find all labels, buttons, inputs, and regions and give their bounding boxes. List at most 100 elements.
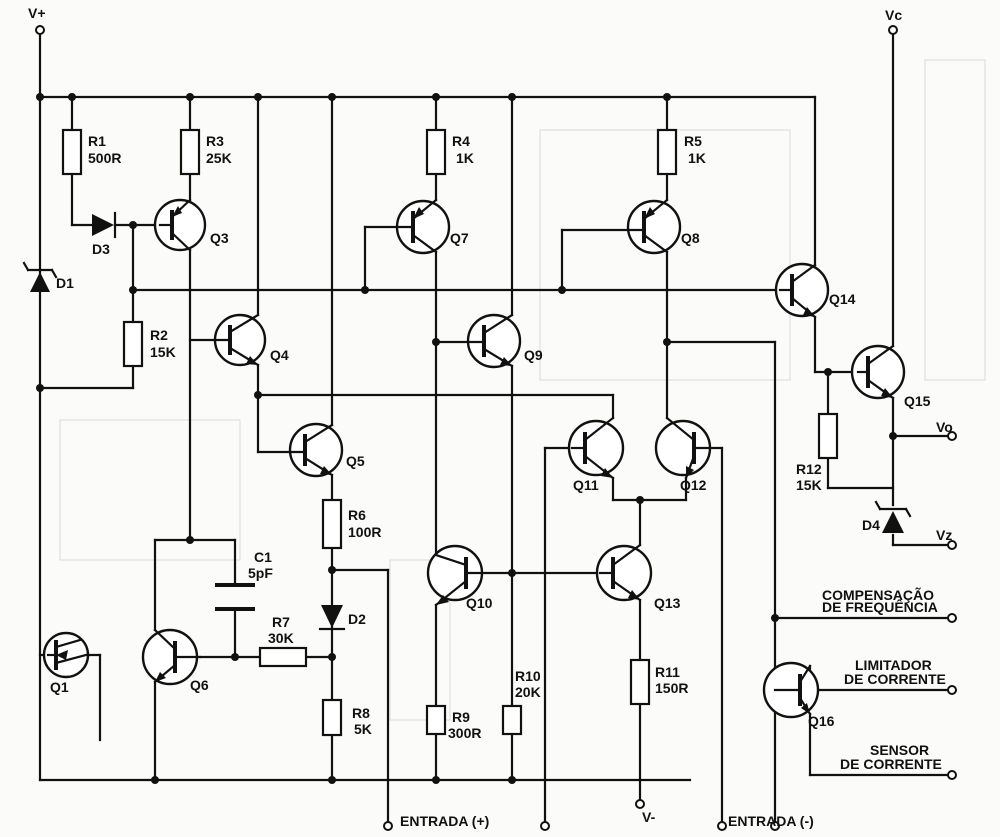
r4-value: 1K xyxy=(456,150,474,166)
resistors xyxy=(61,128,839,737)
input-minus-terminal xyxy=(540,821,550,831)
transistor-q8 xyxy=(626,198,682,255)
vminus-terminal xyxy=(635,799,645,809)
diode-d2 xyxy=(318,605,346,631)
r9-label: R9 xyxy=(452,709,470,725)
input-plus-terminal xyxy=(383,821,393,831)
diode-d3 xyxy=(92,211,117,239)
vz-label: Vz xyxy=(936,527,952,543)
c1-value: 5pF xyxy=(248,565,273,581)
labels: V+ Vc V- Vo Vz ENTRADA (+) ENTRADA (-) C… xyxy=(28,5,953,829)
d1-label: D1 xyxy=(56,275,74,291)
r3-value: 25K xyxy=(206,150,232,166)
vo-terminal xyxy=(947,431,957,441)
transistor-q16 xyxy=(762,661,820,719)
transistor-q15 xyxy=(850,344,906,400)
current-sense-label-line2: DE CORRENTE xyxy=(840,756,942,772)
resistor-r9 xyxy=(425,704,447,736)
transistors xyxy=(42,198,906,719)
transistor-q9 xyxy=(466,313,522,369)
r8-value: 5K xyxy=(354,721,372,737)
current-sense-label-line1: SENSOR xyxy=(870,742,929,758)
q12-label: Q12 xyxy=(680,477,707,493)
r5-label: R5 xyxy=(684,133,702,149)
wires xyxy=(38,32,950,824)
transistor-q14 xyxy=(774,262,830,319)
capacitor-c1 xyxy=(215,583,255,611)
terminals xyxy=(35,25,957,831)
current-limit-terminal xyxy=(947,685,957,695)
d2-label: D2 xyxy=(348,611,366,627)
vo-label: Vo xyxy=(936,419,953,435)
r1-value: 500R xyxy=(88,150,121,166)
q8-label: Q8 xyxy=(681,230,700,246)
r8-label: R8 xyxy=(352,705,370,721)
vc-label: Vc xyxy=(885,7,902,23)
resistor-r1 xyxy=(61,128,83,176)
q7-label: Q7 xyxy=(450,230,469,246)
q4-label: Q4 xyxy=(270,347,289,363)
transistor-q1 xyxy=(42,631,90,679)
q16-label: Q16 xyxy=(808,713,835,729)
current-limit-label-line1: LIMITADOR xyxy=(855,657,932,673)
input-minus-label: ENTRADA (-) xyxy=(728,813,814,829)
q8-node-terminal xyxy=(770,821,780,831)
r5-value: 1K xyxy=(688,150,706,166)
r12-value: 15K xyxy=(796,477,822,493)
transistor-q3 xyxy=(153,198,207,252)
freq-comp-terminal xyxy=(947,613,957,623)
resistor-r3 xyxy=(179,128,201,176)
freq-comp-label-line1: COMPENSAÇÃO xyxy=(822,586,934,603)
transistor-q12 xyxy=(654,416,724,480)
d4-label: D4 xyxy=(862,517,880,533)
r12-label: R12 xyxy=(796,461,822,477)
d3-label: D3 xyxy=(92,241,110,257)
q10-label: Q10 xyxy=(466,595,493,611)
transistor-q10 xyxy=(426,544,484,607)
diode-d1-zener xyxy=(22,261,58,292)
input-plus-label: ENTRADA (+) xyxy=(400,813,489,829)
q11-label: Q11 xyxy=(573,477,599,493)
r2-value: 15K xyxy=(150,344,176,360)
r10-value: 20K xyxy=(515,684,541,700)
r4-label: R4 xyxy=(452,133,470,149)
r6-value: 100R xyxy=(348,524,381,540)
r3-label: R3 xyxy=(206,133,224,149)
r10-label: R10 xyxy=(515,668,541,684)
resistor-r2 xyxy=(122,320,144,368)
q1-label: Q1 xyxy=(50,679,69,695)
resistor-r7 xyxy=(258,646,308,668)
junction-dots xyxy=(36,93,897,784)
r9-value: 300R xyxy=(448,725,481,741)
vplus-label: V+ xyxy=(28,5,46,21)
r6-label: R6 xyxy=(348,507,366,523)
vz-terminal xyxy=(947,540,957,550)
transistor-q7 xyxy=(395,198,451,255)
current-sense-terminal xyxy=(947,770,957,780)
resistor-r8 xyxy=(321,698,343,737)
r11-value: 150R xyxy=(655,680,688,696)
transistor-q5 xyxy=(288,422,344,478)
vc-terminal xyxy=(888,25,898,35)
current-limit-label-line2: DE CORRENTE xyxy=(844,671,946,687)
r7-label: R7 xyxy=(272,614,290,630)
transistor-q4 xyxy=(213,313,267,367)
freq-comp-label-line2: DE FREQUÊNCIA xyxy=(822,598,938,615)
resistor-r5 xyxy=(656,128,678,176)
r11-label: R11 xyxy=(655,664,680,680)
diode-d4-zener xyxy=(874,500,912,533)
resistor-r6 xyxy=(321,498,343,550)
diodes xyxy=(22,211,912,631)
q13-label: Q13 xyxy=(654,595,681,611)
r7-value: 30K xyxy=(268,630,294,646)
transistor-q11 xyxy=(567,416,625,480)
transistor-q6 xyxy=(141,628,202,686)
r1-label: R1 xyxy=(88,133,106,149)
resistor-r4 xyxy=(425,128,447,176)
transistor-q13 xyxy=(595,543,653,602)
q15-label: Q15 xyxy=(904,393,931,409)
q6-label: Q6 xyxy=(190,677,209,693)
vplus-terminal xyxy=(35,25,45,35)
